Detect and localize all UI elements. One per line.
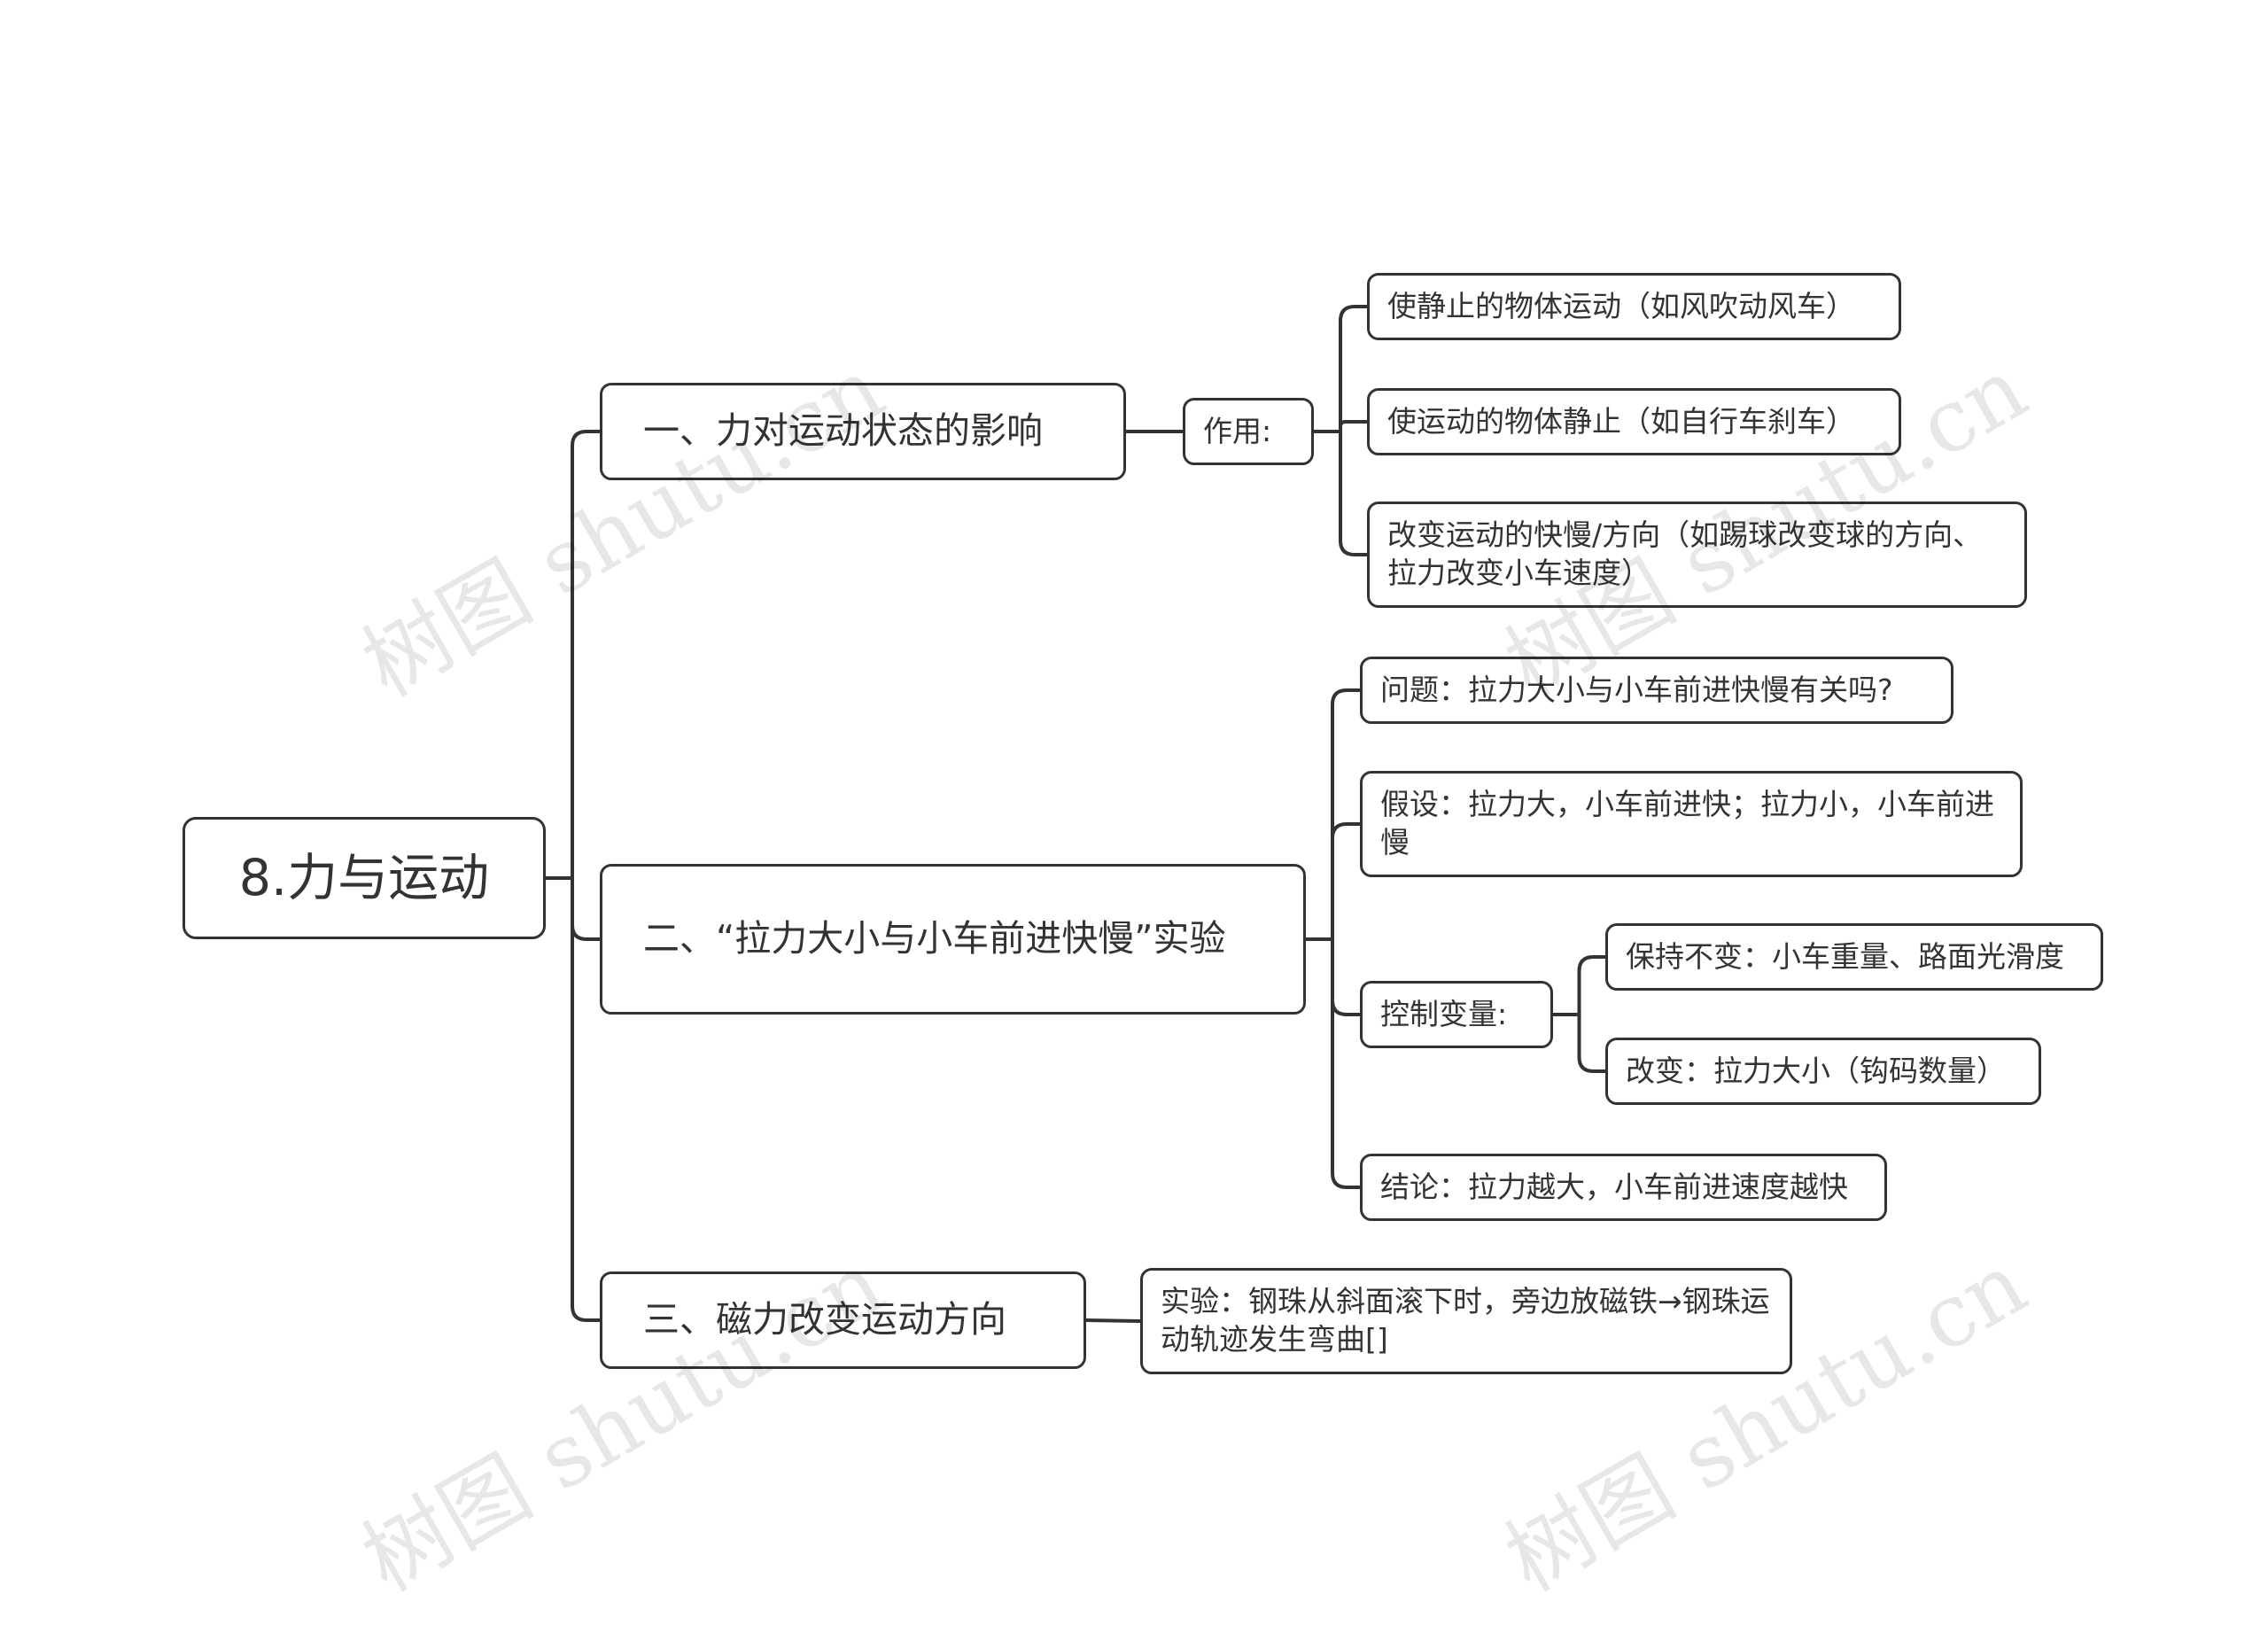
node-function[interactable]: 作用: [1183, 398, 1314, 465]
connector-line [1553, 1013, 1605, 1073]
connector-line [1314, 420, 1367, 433]
node-control-variables[interactable]: 控制变量: [1360, 981, 1553, 1048]
connector-line [1306, 822, 1360, 941]
branch-force-effect[interactable]: 一、力对运动状态的影响 [600, 383, 1126, 480]
node-keep-constant[interactable]: 保持不变：小车重量、路面光滑度 [1605, 923, 2103, 991]
node-stop-motion[interactable]: 使运动的物体静止（如自行车刹车） [1367, 388, 1901, 455]
node-start-motion[interactable]: 使静止的物体运动（如风吹动风车） [1367, 273, 1901, 340]
root-node[interactable]: 8.力与运动 [183, 817, 546, 939]
node-change-speed-direction[interactable]: 改变运动的快慢/方向（如踢球改变球的方向、拉力改变小车速度） [1367, 502, 2027, 608]
connector-line [1314, 430, 1367, 556]
connector-line [1553, 955, 1605, 1016]
node-question[interactable]: 问题：拉力大小与小车前进快慢有关吗? [1360, 657, 1953, 724]
connector-line [546, 430, 600, 880]
node-change-variable[interactable]: 改变：拉力大小（钩码数量） [1605, 1038, 2041, 1105]
connector-line [1306, 937, 1360, 1189]
connector-line [546, 876, 600, 1322]
branch-pull-experiment[interactable]: 二、“拉力大小与小车前进快慢”实验 [600, 864, 1306, 1015]
connector-line [1314, 305, 1367, 433]
connector-line [1085, 1318, 1141, 1323]
node-conclusion[interactable]: 结论：拉力越大，小车前进速度越快 [1360, 1154, 1887, 1221]
node-hypothesis[interactable]: 假设：拉力大，小车前进快；拉力小，小车前进慢 [1360, 771, 2023, 877]
connector-line [1306, 688, 1360, 941]
branch-magnet-direction[interactable]: 三、磁力改变运动方向 [600, 1271, 1086, 1369]
node-steel-ball-experiment[interactable]: 实验：钢珠从斜面滚下时，旁边放磁铁→钢珠运动轨迹发生弯曲[] [1140, 1268, 1792, 1374]
